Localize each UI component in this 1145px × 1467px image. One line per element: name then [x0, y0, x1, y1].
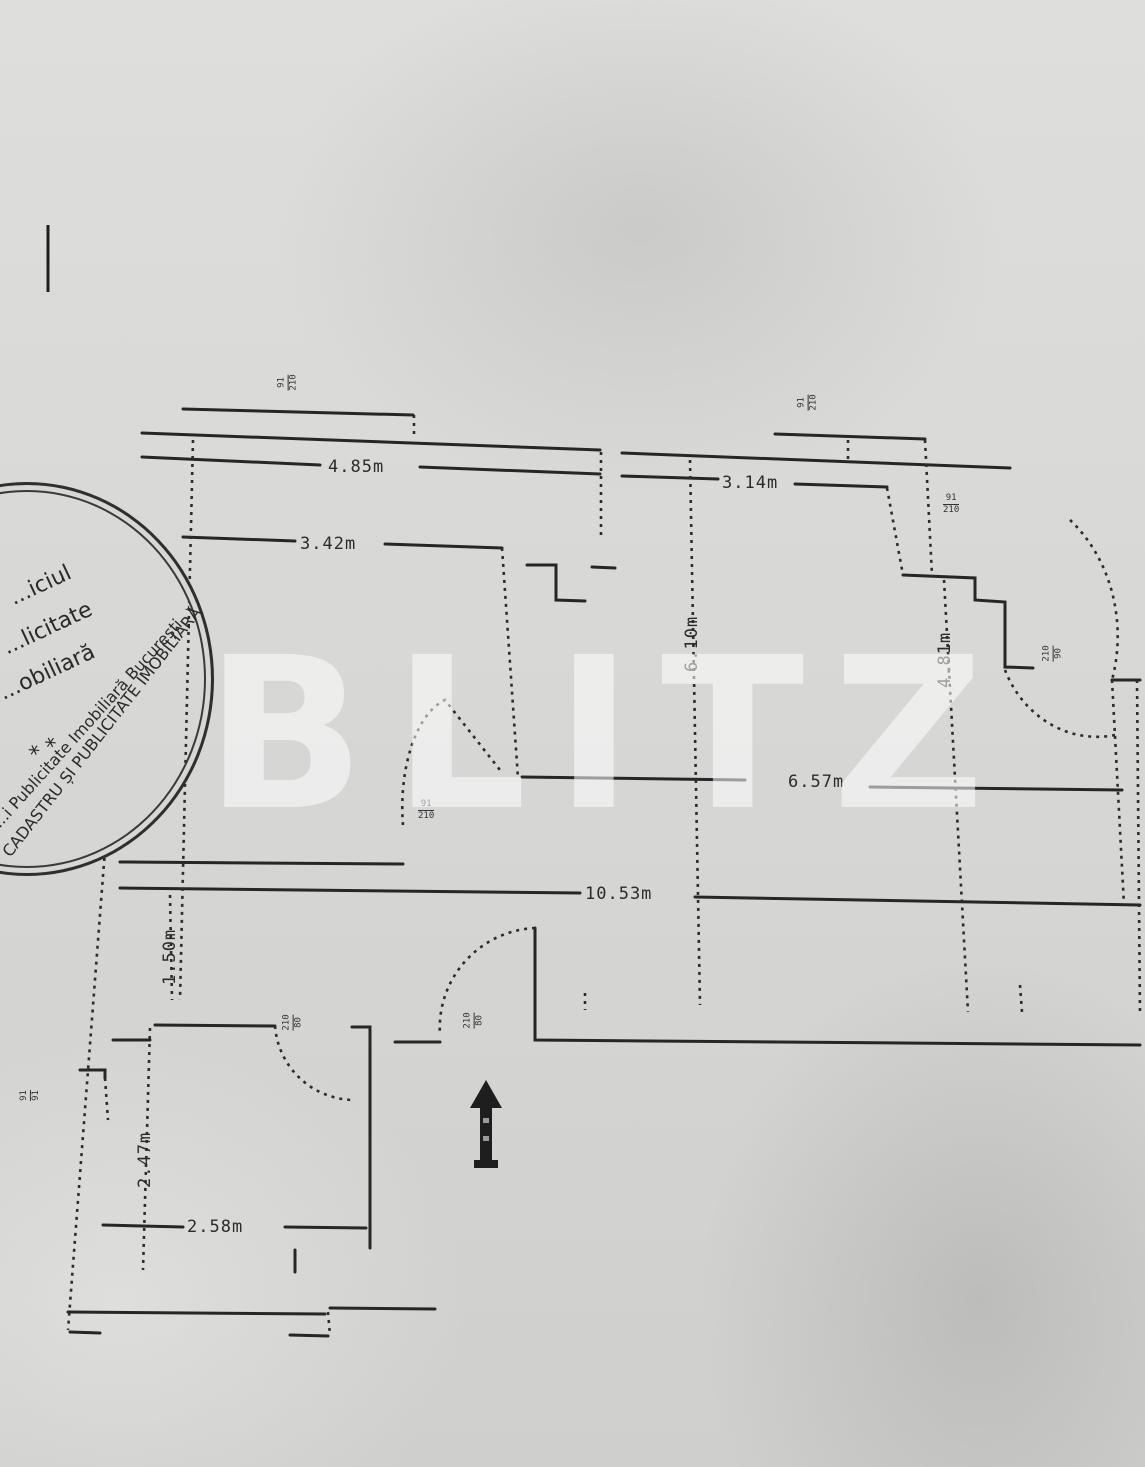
arrow-up-icon [468, 1078, 504, 1174]
dim-middle-width: 6.57m [788, 772, 845, 792]
dim-bottom-room-width: 2.58m [187, 1217, 244, 1237]
dim-inner-left-width: 3.42m [300, 534, 357, 554]
dim-hall-height: 1.50m [160, 928, 180, 985]
dim-top-right-width: 3.14m [722, 473, 779, 493]
dim-top-left-width: 4.85m [328, 457, 385, 477]
dim-total-width: 10.53m [585, 884, 653, 904]
watermark: BLITZ [205, 612, 1013, 857]
dim-bottom-room-height: 2.47m [135, 1131, 155, 1188]
